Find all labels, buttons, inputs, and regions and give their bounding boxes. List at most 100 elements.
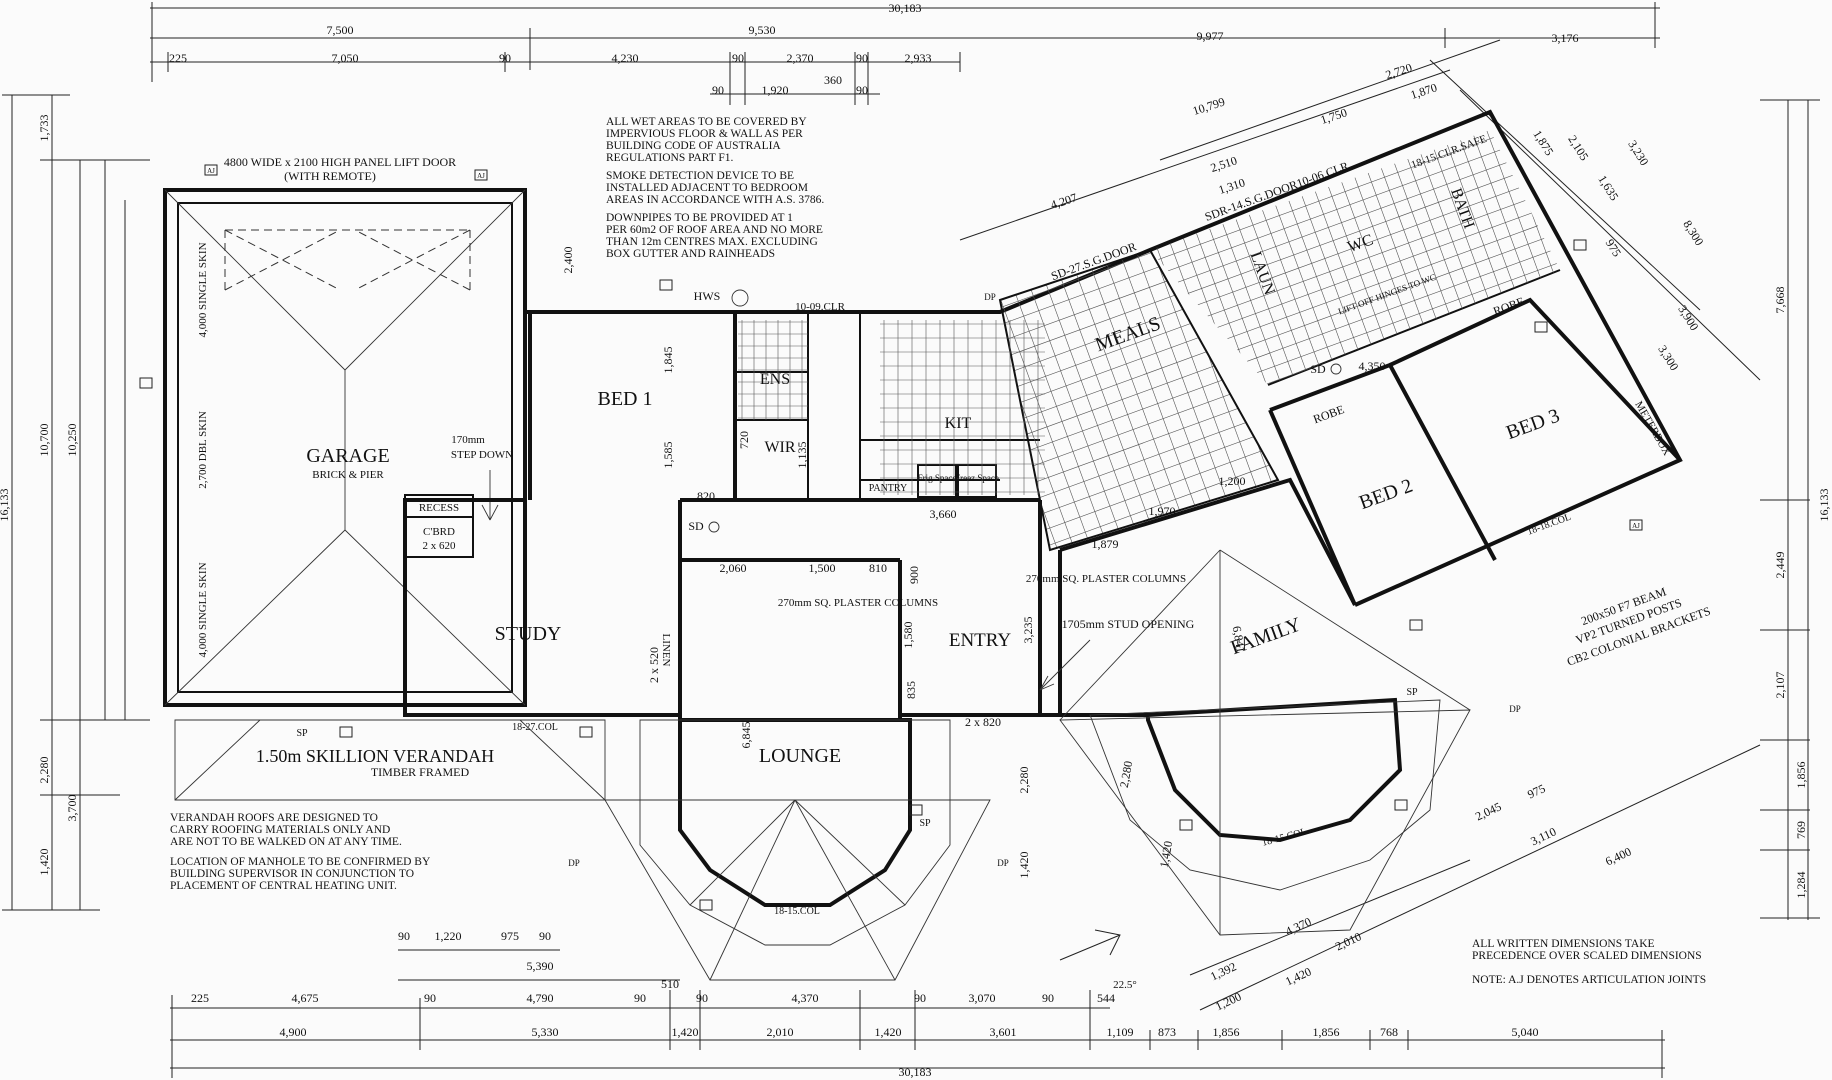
room-linen: LINEN	[660, 634, 672, 667]
dim-inner-21: 6,841	[1230, 625, 1248, 654]
room-bed1: BED 1	[598, 388, 653, 410]
dim-diag-bottom-6: 1,200	[1213, 989, 1243, 1013]
room-robe-bed2: ROBE	[1311, 402, 1346, 426]
note-line: PLACEMENT OF CENTRAL HEATING UNIT.	[170, 880, 397, 892]
smoke-detector-2	[1330, 363, 1342, 375]
note-line: BUILDING SUPERVISOR IN CONJUNCTION TO	[170, 868, 414, 880]
dim-bottom-r1-5: 1,420	[875, 1025, 902, 1039]
room-verandah-sub: TIMBER FRAMED	[371, 765, 470, 779]
dim-bottom-r2-4: 4,790	[527, 991, 554, 1005]
dim-top-r2-6: 2,370	[787, 51, 814, 65]
label-dp-4: DP	[984, 292, 996, 302]
label-sd-2: SD	[1310, 362, 1326, 376]
dim-diag-right-4: 3,300	[1655, 343, 1681, 373]
dim-top-r1-1: 7,500	[327, 23, 354, 37]
label-dp-1: DP	[568, 858, 580, 868]
dim-top-r2-7: 90	[856, 51, 868, 65]
aj-markers	[139, 164, 1643, 911]
dim-top-r3-3: 90	[856, 83, 868, 97]
room-wir: WIR	[764, 439, 795, 456]
note-line: CARRY ROOFING MATERIALS ONLY AND	[170, 824, 391, 836]
label-plaster-cols-1: 270mm SQ. PLASTER COLUMNS	[1026, 573, 1186, 585]
room-entry: ENTRY	[949, 630, 1012, 651]
note-line: ARE NOT TO BE WALKED ON AT ANY TIME.	[170, 836, 402, 848]
dim-right-r1: 7,668	[1773, 287, 1787, 314]
dim-inner-10: 900	[907, 566, 921, 584]
dim-diag-bottom-1: 6,400	[1603, 844, 1633, 868]
dim-diag-bottom-9: 975	[1525, 781, 1547, 801]
dim-diag-bottom-7: 3,110	[1528, 824, 1558, 848]
dim-bottom-r1-7: 1,109	[1107, 1025, 1134, 1039]
note-line: BOX GUTTER AND RAINHEADS	[606, 248, 775, 260]
note-line: ALL WRITTEN DIMENSIONS TAKE	[1472, 938, 1655, 950]
dim-diag-right-5: 2,105	[1565, 133, 1591, 163]
dim-bottom-r2-5: 90	[634, 991, 646, 1005]
dim-diag-top-7: 1,870	[1409, 80, 1439, 102]
dim-right-r5: 769	[1794, 821, 1808, 839]
room-study: STUDY	[495, 623, 562, 645]
dim-bottom-r2-2: 4,675	[292, 991, 319, 1005]
room-wc: WC	[1345, 231, 1375, 256]
dim-left-r1-3: 2,280	[37, 757, 51, 784]
dim-top-r2-5: 90	[732, 51, 744, 65]
room-kit: KIT	[945, 415, 972, 432]
dim-top-r2-3: 90	[499, 51, 511, 65]
label-sp-3: SP	[1406, 687, 1418, 698]
dim-inner-18: 1,970	[1149, 504, 1176, 518]
dim-diag-top-6: 2,720	[1384, 60, 1414, 82]
dim-inner-8: 1,500	[809, 561, 836, 575]
dim-diag-bottom-4: 1,420	[1283, 964, 1313, 988]
dim-inner-11: 6,845	[739, 722, 753, 749]
room-garage-sub: BRICK & PIER	[312, 469, 384, 481]
label-sd-1: SD	[688, 519, 704, 533]
label-sp-1: SP	[296, 728, 308, 739]
label-panel-door-sub: (WITH REMOTE)	[284, 169, 376, 183]
dim-inner-19: 1,200	[1219, 474, 1246, 488]
bottom-dimension-lines	[170, 949, 1665, 1078]
room-freez-space: Freez Space	[955, 473, 999, 483]
note-line: IMPERVIOUS FLOOR & WALL AS PER	[606, 128, 803, 140]
hws-symbol	[731, 289, 749, 307]
note-aj: NOTE: A.J DENOTES ARTICULATION JOINTS	[1472, 974, 1707, 986]
dim-bottom-r3-1: 90	[398, 929, 410, 943]
dim-diag-right-7: 975	[1603, 237, 1624, 260]
note-line: INSTALLED ADJACENT TO BEDROOM	[606, 182, 808, 194]
dim-right-r6: 1,284	[1794, 872, 1808, 899]
dim-inner-1: 1,845	[661, 347, 675, 374]
dim-bottom-r1-4: 2,010	[767, 1025, 794, 1039]
main-walls	[403, 109, 1683, 720]
dim-diag-right-1: 3,230	[1625, 138, 1651, 168]
room-verandah: 1.50m SKILLION VERANDAH	[256, 746, 494, 766]
room-laundry: LAUN	[1247, 250, 1278, 298]
dim-bottom-r1-12: 5,040	[1512, 1025, 1539, 1039]
dim-bottom-r2-10: 3,070	[969, 991, 996, 1005]
note-line: REGULATIONS PART F1.	[606, 152, 734, 164]
kitchen-tile-grid	[880, 320, 1045, 495]
room-bath: BATH	[1447, 186, 1477, 231]
note-line: DOWNPIPES TO BE PROVIDED AT 1	[606, 212, 793, 224]
room-recess: RECESS	[419, 502, 459, 514]
dim-bottom-r2-12: 544	[1097, 991, 1115, 1005]
room-meals: MEALS	[1092, 312, 1163, 356]
dim-bottom-r1-2: 5,330	[532, 1025, 559, 1039]
label-dp-2: DP	[997, 858, 1009, 868]
room-robe-bed3: ROBE	[1491, 294, 1526, 318]
label-stud-opening: 1705mm STUD OPENING	[1062, 617, 1195, 631]
dim-diag-top-4: 1,310	[1217, 175, 1247, 197]
dim-right-r4: 1,856	[1794, 762, 1808, 789]
note-line: BUILDING CODE OF AUSTRALIA	[606, 140, 781, 152]
dim-right-r2: 2,449	[1773, 552, 1787, 579]
label-step-down-sub: STEP DOWN	[451, 449, 513, 461]
dim-bottom-r1-6: 3,601	[990, 1025, 1017, 1039]
dim-diag-bottom-5: 1,392	[1208, 959, 1238, 983]
room-ens: ENS	[760, 371, 790, 388]
label-col-1827: 18-27.COL	[512, 722, 558, 733]
note-line: VERANDAH ROOFS ARE DESIGNED TO	[170, 812, 378, 824]
dim-bottom-r1-9: 1,856	[1213, 1025, 1240, 1039]
